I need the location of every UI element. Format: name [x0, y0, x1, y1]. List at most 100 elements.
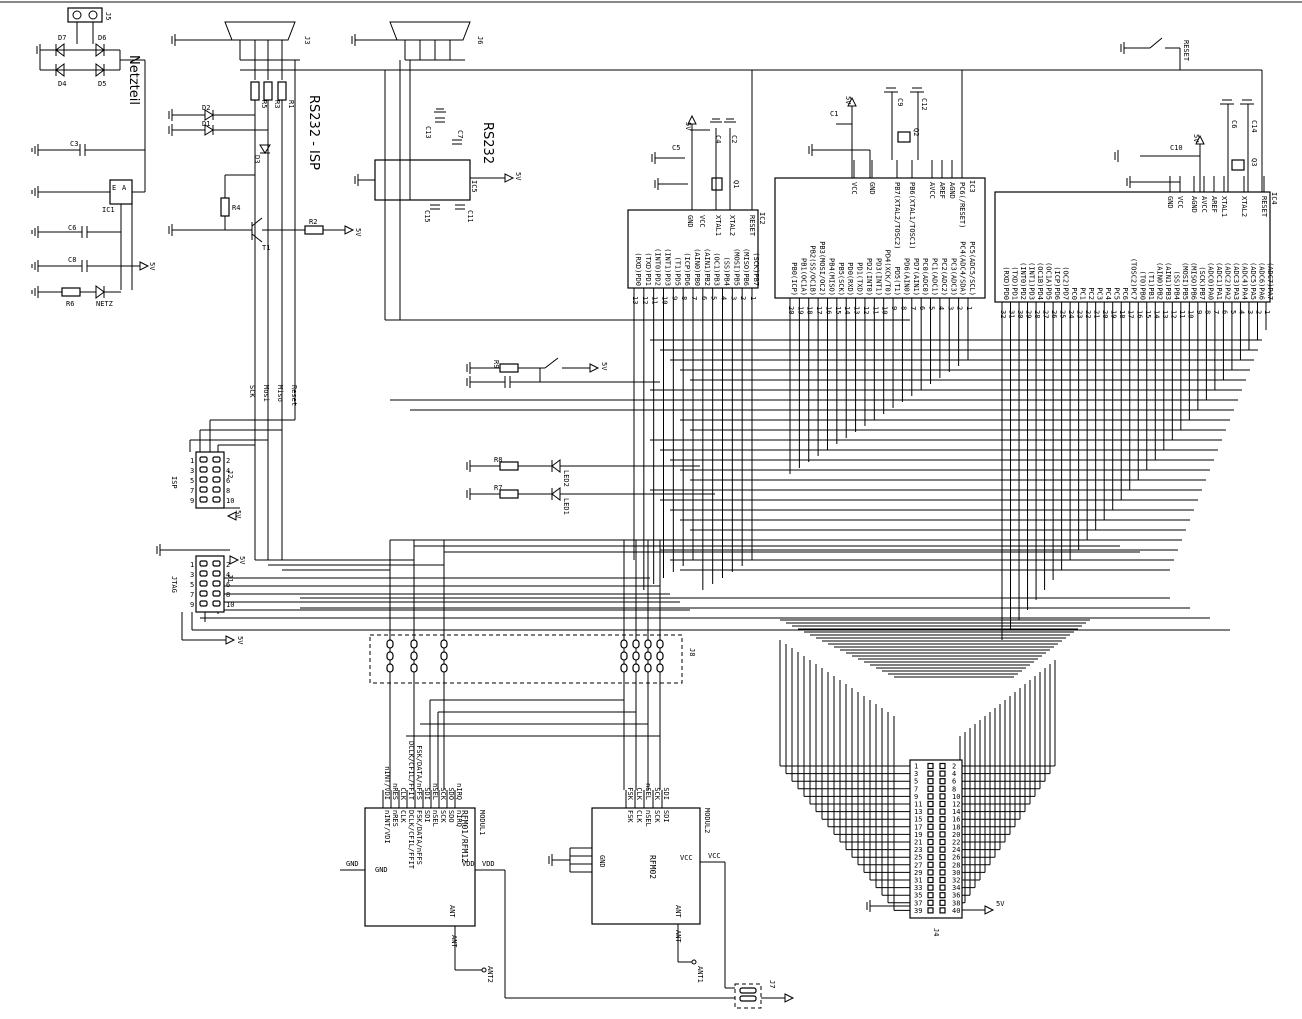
ic2-pin-number: 12 — [641, 296, 649, 304]
svg-text:29: 29 — [914, 869, 922, 877]
svg-text:SCK: SCK — [248, 385, 256, 398]
ic2-pin-label: (AIN1)PB2 — [703, 248, 711, 286]
svg-text:36: 36 — [952, 892, 960, 900]
svg-text:5V: 5V — [234, 510, 242, 519]
ic4-top-pin-label: VCC — [1176, 196, 1184, 209]
modul1-pin-label: nIRQ — [455, 810, 463, 827]
svg-text:RESET: RESET — [1182, 40, 1190, 62]
svg-text:40: 40 — [952, 907, 960, 915]
svg-text:4: 4 — [226, 571, 230, 579]
ic3-pin-number: 7 — [909, 306, 917, 310]
svg-text:5V: 5V — [844, 96, 852, 105]
ic3-body — [774, 177, 986, 299]
svg-text:XTAL2: XTAL2 — [728, 215, 736, 236]
svg-text:IC2: IC2 — [758, 212, 766, 225]
svg-text:GND: GND — [346, 860, 359, 868]
ic4-pin-number: 32 — [999, 310, 1007, 318]
ic4-top-pin-label: AVCC — [1200, 196, 1208, 213]
svg-text:R6: R6 — [66, 300, 74, 308]
svg-text:1: 1 — [914, 763, 918, 771]
ic4-pin-label: (MISO)PB6 — [1189, 262, 1197, 300]
ic4-pin-label: (T0)PB0 — [1138, 270, 1146, 300]
ic4-pin-number: 8 — [1203, 310, 1211, 314]
svg-text:14: 14 — [952, 808, 960, 816]
modul1-pin-label: SDO — [447, 810, 455, 823]
svg-text:Miso: Miso — [276, 385, 284, 402]
ic2-pin-number: 13 — [631, 296, 639, 304]
modul1-wire-label: FSK/DATA/nFFS — [415, 745, 423, 800]
ic4-pin-number: 5 — [1229, 310, 1237, 314]
dsub-j6 — [389, 21, 471, 41]
modul1-wire-label: nSEL — [431, 783, 439, 800]
ic3-top-pin-label: AGND — [948, 182, 956, 199]
ic4-top-pin-label: AREF — [1210, 196, 1218, 213]
svg-text:1: 1 — [190, 561, 194, 569]
ic3-pin-number: 20 — [787, 306, 795, 314]
svg-text:25: 25 — [914, 854, 922, 862]
ic3-pin-number: 18 — [806, 306, 814, 314]
ic2-pin-label: (T1)PD5 — [673, 256, 681, 286]
modul1-pin-label: CLK — [399, 810, 407, 823]
ic2-pin-number: 9 — [670, 296, 678, 300]
led-netz — [95, 285, 105, 299]
svg-text:7: 7 — [190, 487, 194, 495]
ic2-pin-label: (TXD)PD1 — [644, 252, 652, 286]
modul1-wire-label: nIRQ — [455, 783, 463, 800]
svg-text:21: 21 — [914, 839, 922, 847]
svg-text:D2: D2 — [202, 104, 210, 112]
svg-text:A: A — [122, 184, 127, 192]
svg-text:5V: 5V — [1192, 134, 1200, 143]
ic4-pin-label: (ADC7)PA7 — [1266, 262, 1274, 300]
svg-text:C11: C11 — [466, 210, 474, 223]
svg-text:6: 6 — [226, 581, 230, 589]
svg-text:R3: R3 — [273, 100, 281, 108]
ic2-pin-label: (ICP)PD6 — [683, 252, 691, 286]
svg-text:C5: C5 — [672, 144, 680, 152]
ic4-pin-number: 14 — [1152, 310, 1160, 318]
modul1-wire-label: nINT/VDI — [383, 766, 391, 800]
svg-text:J2: J2 — [226, 470, 234, 478]
svg-text:ANT1: ANT1 — [696, 966, 704, 983]
ic4-pin-number: 4 — [1237, 310, 1245, 314]
ic4-top-pin-label: GND — [1166, 196, 1174, 209]
svg-text:Reset: Reset — [290, 385, 298, 406]
svg-text:RFM02: RFM02 — [648, 855, 657, 879]
svg-text:4: 4 — [226, 467, 230, 475]
svg-text:9: 9 — [190, 497, 194, 505]
svg-text:6: 6 — [952, 778, 956, 786]
ic2-pin-number: 3 — [729, 296, 737, 300]
ic4-pin-number: 23 — [1076, 310, 1084, 318]
svg-text:2: 2 — [226, 561, 230, 569]
svg-text:J4: J4 — [932, 928, 940, 936]
ic3-pin-number: 16 — [824, 306, 832, 314]
svg-text:5V: 5V — [600, 362, 608, 371]
svg-text:31: 31 — [914, 877, 922, 885]
svg-text:T1: T1 — [262, 244, 270, 252]
modul1-pin-label: DCLK/CFIL/FFIT — [407, 810, 415, 870]
ic4-pin-number: 21 — [1093, 310, 1101, 318]
svg-text:GND: GND — [686, 215, 694, 228]
svg-text:17: 17 — [914, 823, 922, 831]
svg-text:RFM01/RFM12: RFM01/RFM12 — [460, 810, 469, 863]
ic4-pin-number: 27 — [1042, 310, 1050, 318]
svg-text:C7: C7 — [456, 130, 464, 138]
ic3-pin-number: 3 — [946, 306, 954, 310]
modul1-pin-label: SDI — [423, 810, 431, 823]
svg-text:C2: C2 — [730, 135, 738, 143]
ic4-pin-label: (ADC6)PA6 — [1257, 262, 1265, 300]
ic4-pin-label: (MOSI)PB5 — [1181, 262, 1189, 300]
ic3-pin-label: PC1(ADC1) — [931, 258, 939, 296]
svg-text:ANT: ANT — [448, 905, 456, 918]
ic4-pin-number: 22 — [1084, 310, 1092, 318]
svg-text:R2: R2 — [309, 218, 317, 226]
ic4-pin-number: 26 — [1050, 310, 1058, 318]
ic3-pin-label: PD5(T1) — [893, 266, 901, 296]
rs232-isp-title: RS232 - ISP — [306, 95, 321, 170]
ic3-pin-number: 19 — [796, 306, 804, 314]
svg-text:10: 10 — [952, 793, 960, 801]
ic3-pin-number: 6 — [918, 306, 926, 310]
ic3-pin-number: 12 — [862, 306, 870, 314]
ic2-pin-number: 8 — [680, 296, 688, 300]
